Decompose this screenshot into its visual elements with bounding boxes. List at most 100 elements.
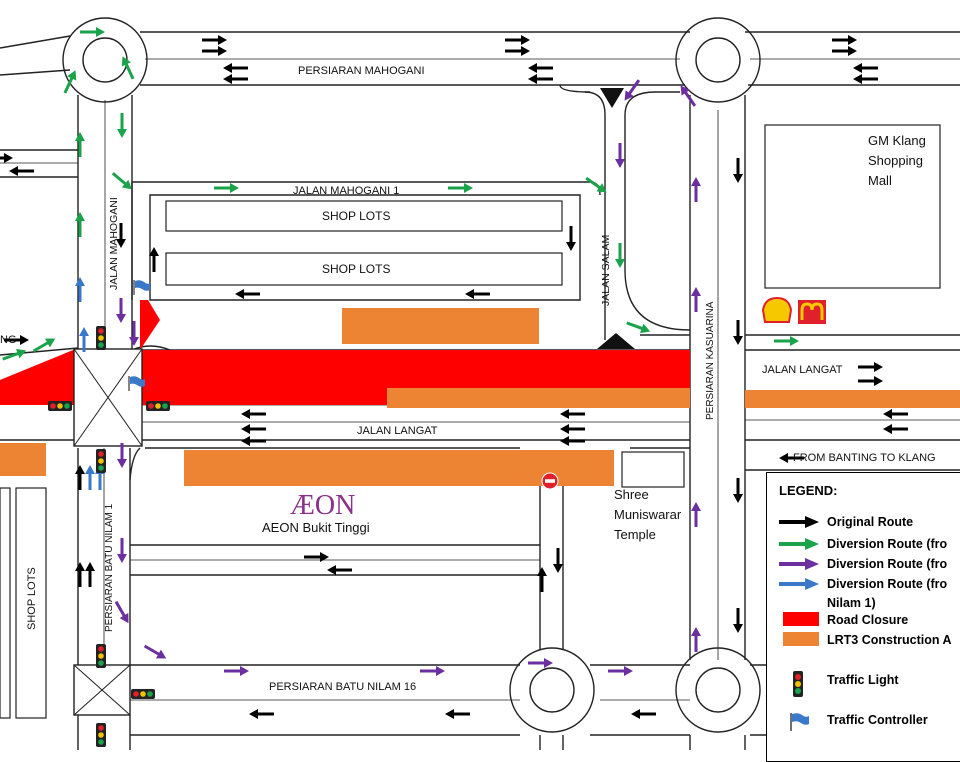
jalan-salam-junction-bottom <box>597 333 635 349</box>
green-route-arrow <box>626 321 651 334</box>
black-route-arrow <box>560 424 585 434</box>
black-route-arrow <box>202 35 227 45</box>
black-route-arrow <box>116 223 126 248</box>
purple-route-arrow <box>114 600 129 624</box>
shop-lots-lower <box>165 252 563 286</box>
black-route-arrow <box>537 567 547 592</box>
purple-route-arrow <box>608 666 633 676</box>
red-bar-icon <box>777 611 827 626</box>
green-route-arrow <box>214 183 239 193</box>
lrt3-construction-areas <box>0 308 960 486</box>
green-route-arrow <box>448 183 473 193</box>
purple-route-arrow <box>691 287 701 312</box>
black-route-arrow <box>553 548 563 573</box>
black-route-arrow <box>560 409 585 419</box>
purple-route-arrow <box>615 143 625 168</box>
black-route-arrow <box>883 424 908 434</box>
traffic-controller-flag-icon <box>133 280 150 295</box>
black-route-arrow <box>528 63 553 73</box>
purple-arrow-icon <box>777 555 827 570</box>
green-route-arrow <box>121 56 135 80</box>
label-persiaran-batu-nilam-16: PERSIARAN BATU NILAM 16 <box>269 681 416 693</box>
roundabout-se <box>675 647 761 733</box>
blue-route-arrow <box>79 327 89 352</box>
junction-box-main <box>73 348 143 447</box>
purple-route-arrow <box>420 666 445 676</box>
black-route-arrow <box>241 436 266 446</box>
label-shop-lots-west: SHOP LOTS <box>26 567 38 630</box>
black-route-arrow <box>733 158 743 183</box>
green-route-arrow <box>75 132 85 157</box>
black-route-arrow <box>465 289 490 299</box>
purple-route-arrow <box>117 538 127 563</box>
label-jalan-mahogani: JALAN MAHOGANI <box>108 197 120 290</box>
label-persiaran-kasuarina: PERSIARAN KASUARINA <box>705 301 716 420</box>
traffic-light-icon <box>96 326 106 350</box>
green-route-arrow <box>615 243 625 268</box>
black-route-arrow <box>858 362 883 372</box>
purple-route-arrow <box>129 321 139 346</box>
purple-route-arrow <box>680 85 697 107</box>
blue-route-arrow <box>85 465 95 490</box>
legend-item-label: Diversion Route (fro <box>827 537 948 551</box>
blue-route-arrow <box>75 277 85 302</box>
black-route-arrow <box>249 709 274 719</box>
road-closure-areas <box>0 300 690 405</box>
black-route-arrow <box>631 709 656 719</box>
black-route-arrow <box>505 35 530 45</box>
legend-item-label: Traffic Light <box>827 673 899 687</box>
black-route-arrow <box>85 562 95 587</box>
traffic-controller-flag-icon <box>128 376 145 391</box>
traffic-light-icon <box>131 689 155 699</box>
purple-route-arrow <box>117 443 127 468</box>
black-route-arrow <box>223 63 248 73</box>
black-route-arrow <box>566 226 576 251</box>
legend-item-label: Road Closure <box>827 613 909 627</box>
legend-item: Traffic Light <box>777 671 960 697</box>
black-route-arrow <box>733 320 743 345</box>
legend-item: Traffic Controller <box>777 711 960 731</box>
black-route-arrow <box>304 552 329 562</box>
black-route-arrow <box>75 465 85 490</box>
purple-route-arrow <box>691 177 701 202</box>
black-route-arrow <box>883 409 908 419</box>
roundabouts <box>62 17 761 733</box>
mcdonalds-logo-icon <box>798 300 826 324</box>
legend-item: LRT3 Construction A <box>777 631 960 650</box>
black-route-arrow <box>223 74 248 84</box>
purple-route-arrow <box>143 644 167 659</box>
black-route-arrow <box>327 565 352 575</box>
legend-item: Diversion Route (fro <box>777 555 960 574</box>
black-route-arrow <box>779 453 804 463</box>
green-route-arrow <box>75 212 85 237</box>
jalan-salam-junction-top <box>600 88 624 108</box>
label-jalan-langat-east: JALAN LANGAT <box>762 364 843 376</box>
legend-item: Diversion Route (fro <box>777 535 960 554</box>
legend-item-label: LRT3 Construction A <box>827 633 952 647</box>
legend-item-label: Diversion Route (fro Nilam 1) <box>827 577 948 610</box>
label-shop-lots-upper: SHOP LOTS <box>322 209 390 223</box>
legend-item: Original Route <box>777 513 960 532</box>
street-labels: PERSIARAN MAHOGANI JALAN MAHOGANI 1 JALA… <box>0 65 936 693</box>
label-jalan-mahogani-1: JALAN MAHOGANI 1 <box>293 185 399 197</box>
traffic-light-icon <box>96 723 106 747</box>
traffic-light-icon <box>48 401 72 411</box>
purple-route-arrow <box>691 627 701 652</box>
black-route-arrow <box>149 247 159 272</box>
legend-item: Diversion Route (fro Nilam 1) <box>777 575 960 613</box>
black-route-arrow <box>832 35 857 45</box>
black-route-arrow <box>75 562 85 587</box>
black-route-arrow <box>505 46 530 56</box>
black-route-arrow <box>733 478 743 503</box>
black-route-arrow <box>0 153 13 163</box>
purple-route-arrow <box>116 298 126 323</box>
green-route-arrow <box>774 336 799 346</box>
black-route-arrow <box>9 166 34 176</box>
green-route-arrow <box>32 338 56 353</box>
legend-item-label: Diversion Route (fro <box>827 557 948 571</box>
traffic-controllers <box>128 280 150 391</box>
label-persiaran-batu-nilam-1: PERSIARAN BATU NILAM 1 <box>104 503 115 632</box>
black-route-arrow <box>235 289 260 299</box>
